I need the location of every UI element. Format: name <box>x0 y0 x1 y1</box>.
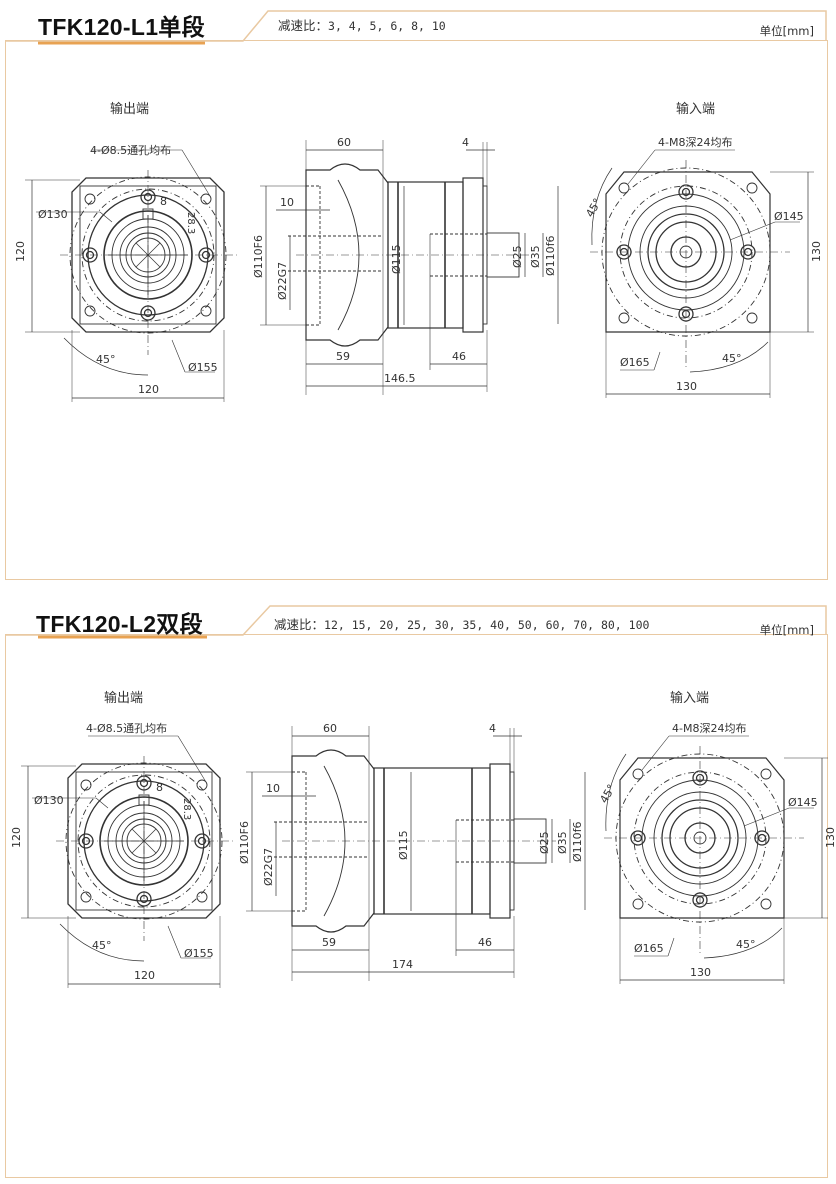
svg-text:4: 4 <box>462 136 469 149</box>
input-end-label: 输入端 <box>670 691 710 706</box>
svg-text:120: 120 <box>134 969 155 982</box>
svg-text:4-Ø8.5通孔均布: 4-Ø8.5通孔均布 <box>86 722 167 735</box>
svg-text:59: 59 <box>336 350 350 363</box>
svg-text:59: 59 <box>322 936 336 949</box>
svg-text:Ø25: Ø25 <box>511 245 524 268</box>
input-end-label: 输入端 <box>676 102 716 117</box>
svg-text:Ø145: Ø145 <box>774 210 804 223</box>
svg-text:60: 60 <box>337 136 351 149</box>
svg-text:Ø165: Ø165 <box>620 356 650 369</box>
svg-text:45°: 45° <box>92 939 112 952</box>
svg-text:Ø25: Ø25 <box>538 831 551 854</box>
svg-text:10: 10 <box>280 196 294 209</box>
model-title: TFK120-L2双段 <box>36 611 203 637</box>
reduction-ratio: 减速比：12, 15, 20, 25, 30, 35, 40, 50, 60, … <box>274 614 649 633</box>
output-end-view: 4-Ø8.5通孔均布 Ø130 8 28.3 120 120 45° Ø155 <box>10 722 234 988</box>
svg-text:Ø110F6: Ø110F6 <box>252 235 265 278</box>
svg-text:120: 120 <box>14 241 27 262</box>
svg-text:130: 130 <box>824 827 836 848</box>
svg-text:45°: 45° <box>96 353 116 366</box>
svg-text:120: 120 <box>138 383 159 396</box>
unit-label: 单位[mm] <box>759 24 814 38</box>
svg-text:28.3: 28.3 <box>181 798 192 820</box>
svg-text:Ø22G7: Ø22G7 <box>276 262 289 300</box>
technical-drawing: 4-Ø8.5通孔均布 Ø130 8 28.3 120 120 45° Ø155 <box>10 722 836 988</box>
svg-text:8: 8 <box>156 781 163 794</box>
svg-text:45°: 45° <box>722 352 742 365</box>
svg-text:Ø155: Ø155 <box>188 361 218 374</box>
output-end-label: 输出端 <box>104 691 144 706</box>
svg-text:Ø145: Ø145 <box>788 796 818 809</box>
model-title: TFK120-L1单段 <box>38 14 205 40</box>
svg-text:45°: 45° <box>736 938 756 951</box>
reduction-ratio: 减速比：3, 4, 5, 6, 8, 10 <box>278 15 446 34</box>
section-l2-double-stage: TFK120-L2双段 减速比：12, 15, 20, 25, 30, 35, … <box>0 594 836 1184</box>
svg-text:4-M8深24均布: 4-M8深24均布 <box>658 136 732 149</box>
svg-text:60: 60 <box>323 722 337 735</box>
svg-text:146.5: 146.5 <box>384 372 416 385</box>
svg-text:8: 8 <box>160 195 167 208</box>
header-decoration <box>5 605 827 639</box>
svg-text:Ø110F6: Ø110F6 <box>238 821 251 864</box>
svg-text:174: 174 <box>392 958 413 971</box>
side-view: 60 4 10 Ø110F6 Ø22G7 Ø115 Ø25 Ø35 Ø110f6… <box>238 722 586 981</box>
output-end-label: 输出端 <box>110 102 150 117</box>
svg-text:Ø130: Ø130 <box>34 794 64 807</box>
ratio-values: 12, 15, 20, 25, 30, 35, 40, 50, 60, 70, … <box>324 618 650 632</box>
svg-text:46: 46 <box>478 936 492 949</box>
ratio-label: 减速比： <box>274 617 325 632</box>
svg-text:Ø165: Ø165 <box>634 942 664 955</box>
header-decoration <box>5 10 827 45</box>
svg-text:46: 46 <box>452 350 466 363</box>
svg-text:130: 130 <box>810 241 823 262</box>
technical-drawing: 4-Ø8.5通孔均布 Ø130 8 28.3 120 120 45° Ø155 <box>14 136 823 402</box>
svg-text:Ø110f6: Ø110f6 <box>571 821 584 862</box>
svg-text:Ø115: Ø115 <box>390 244 403 274</box>
svg-text:Ø155: Ø155 <box>184 947 214 960</box>
svg-text:10: 10 <box>266 782 280 795</box>
ratio-values: 3, 4, 5, 6, 8, 10 <box>328 19 446 33</box>
input-end-view: 4-M8深24均布 45° Ø145 130 Ø165 45° 130 <box>583 136 823 398</box>
side-view: 60 4 10 Ø110F6 Ø22G7 Ø115 Ø25 Ø35 Ø110f6… <box>252 136 559 395</box>
svg-text:45°: 45° <box>583 196 604 219</box>
unit-label: 单位[mm] <box>759 623 814 637</box>
svg-text:Ø115: Ø115 <box>397 830 410 860</box>
svg-text:28.3: 28.3 <box>185 212 196 234</box>
ratio-label: 减速比： <box>278 18 329 33</box>
svg-text:4: 4 <box>489 722 496 735</box>
input-end-view: 4-M8深24均布 45° Ø145 130 Ø165 45° 130 <box>597 722 836 984</box>
output-end-view: 4-Ø8.5通孔均布 Ø130 8 28.3 120 120 45° Ø155 <box>14 144 238 402</box>
svg-text:Ø110f6: Ø110f6 <box>544 235 557 276</box>
svg-text:Ø35: Ø35 <box>556 831 569 854</box>
svg-text:130: 130 <box>676 380 697 393</box>
svg-text:Ø35: Ø35 <box>529 245 542 268</box>
svg-text:130: 130 <box>690 966 711 979</box>
svg-text:Ø22G7: Ø22G7 <box>262 848 275 886</box>
svg-text:45°: 45° <box>597 782 618 805</box>
svg-text:120: 120 <box>10 827 23 848</box>
svg-text:4-Ø8.5通孔均布: 4-Ø8.5通孔均布 <box>90 144 171 157</box>
section-l1-single-stage: TFK120-L1单段 减速比：3, 4, 5, 6, 8, 10 单位[mm]… <box>0 0 836 590</box>
svg-text:Ø130: Ø130 <box>38 208 68 221</box>
svg-text:4-M8深24均布: 4-M8深24均布 <box>672 722 746 735</box>
